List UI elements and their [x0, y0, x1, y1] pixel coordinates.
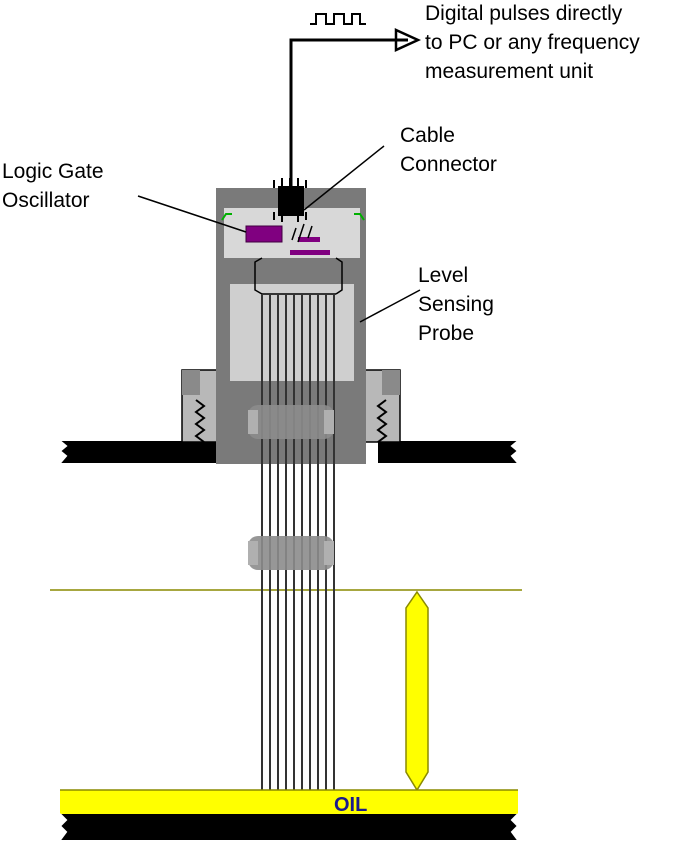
component-2 — [290, 250, 330, 255]
probe-label-line1: Level — [418, 264, 468, 287]
oscillator-label-line2: Oscillator — [2, 189, 90, 212]
probe-leader-line — [359, 289, 421, 323]
oil-layer — [60, 789, 518, 814]
flange-left — [181, 369, 219, 443]
tank-bottom-wall — [58, 813, 520, 841]
component-1 — [298, 237, 320, 242]
output-cable — [289, 13, 422, 186]
oscillator-board — [221, 208, 365, 295]
output-label-line2: to PC or any frequency — [425, 31, 640, 54]
probe-label-line2: Sensing — [418, 293, 494, 316]
oscillator-leader-line — [137, 195, 247, 233]
level-range-indicator — [405, 590, 429, 792]
arrow-right-icon — [394, 28, 422, 52]
output-label-line1: Digital pulses directly — [425, 2, 623, 25]
connector-leader-line — [303, 145, 385, 211]
probe-label-line3: Probe — [418, 322, 474, 345]
tank-top-wall — [58, 440, 520, 464]
oil-label: OIL — [334, 794, 367, 816]
oscillator-label-line1: Logic Gate — [2, 160, 104, 183]
connector-label-line2: Connector — [400, 153, 497, 176]
output-label-line3: measurement unit — [425, 60, 593, 83]
flange-right — [363, 369, 401, 443]
connector-label-line1: Cable — [400, 124, 455, 147]
probe-rods-front — [261, 439, 335, 536]
rod-clamp-lower — [248, 536, 334, 570]
cable-connector — [273, 178, 307, 222]
rod-clamp-upper — [248, 405, 334, 439]
square-wave-icon — [310, 13, 366, 25]
logic-gate-chip — [245, 225, 283, 243]
